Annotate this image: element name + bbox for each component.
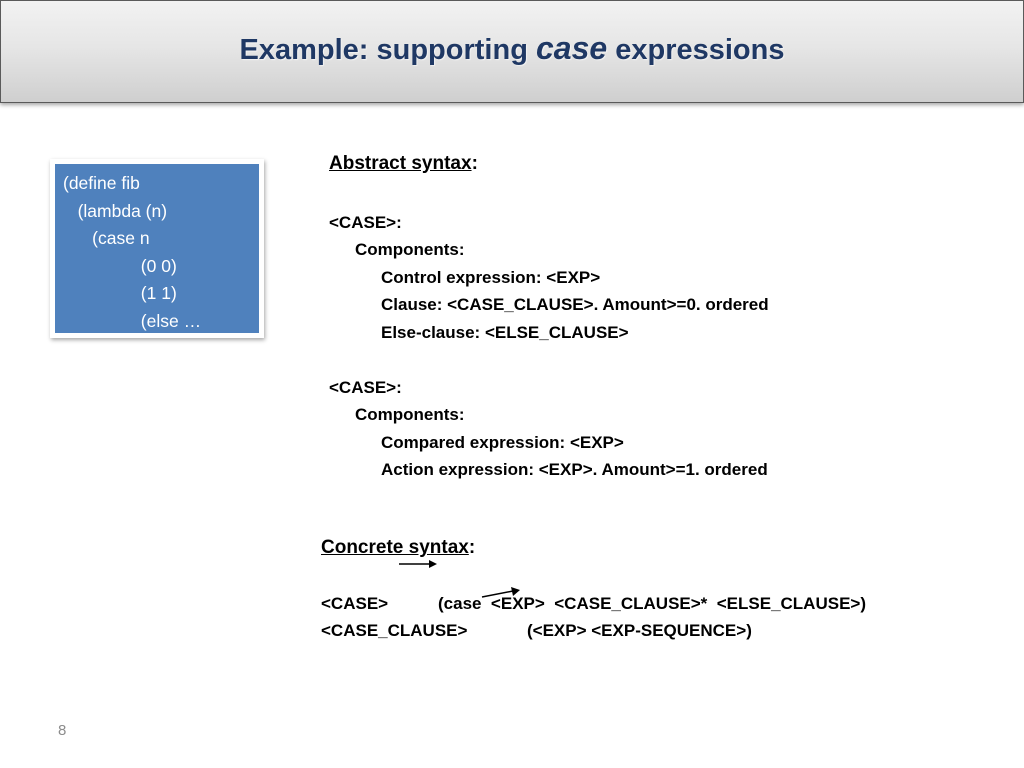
abstract-syntax-heading-text: Abstract syntax — [329, 153, 472, 174]
concrete-rule-2-lhs: <CASE_CLAUSE> — [321, 621, 468, 640]
case-block-1-components-label: Components: — [355, 240, 465, 259]
case-block-2-item: Action expression: <EXP>. Amount>=1. ord… — [381, 460, 768, 479]
concrete-rule-1-rhs: (case <EXP> <CASE_CLAUSE>* <ELSE_CLAUSE>… — [438, 594, 867, 613]
code-line: (case n — [63, 228, 150, 248]
case-block-1-item: Control expression: <EXP> — [381, 268, 601, 287]
title-suffix: expressions — [607, 34, 785, 66]
case-block-2-name: <CASE>: — [329, 378, 402, 397]
concrete-rule-2-rhs: (<EXP> <EXP-SEQUENCE>) — [527, 621, 752, 640]
concrete-syntax-heading: Concrete syntax: — [321, 534, 475, 561]
case-block-2-components-label: Components: — [355, 405, 465, 424]
concrete-syntax-colon: : — [468, 537, 476, 558]
code-line: (1 1) — [63, 283, 177, 303]
code-line: (0 0) — [63, 255, 177, 276]
code-line: (define fib — [63, 173, 140, 193]
code-example-panel: (define fib (lambda (n) (case n (0 0) (1… — [55, 164, 259, 333]
code-line: (else … — [63, 310, 202, 331]
abstract-syntax-heading: Abstract syntax: — [329, 150, 478, 177]
concrete-syntax-heading-text: Concrete syntax — [321, 537, 469, 558]
concrete-rule-1-lhs: <CASE> — [321, 594, 389, 613]
abstract-syntax-colon: : — [471, 153, 478, 174]
title-prefix: Example: supporting — [239, 34, 536, 66]
case-block-1-item: Clause: <CASE_CLAUSE>. Amount>=0. ordere… — [381, 295, 769, 314]
title-emphasis: case — [535, 30, 608, 66]
slide-title-bar: Example: supporting case expressions — [0, 0, 1024, 103]
slide-title: Example: supporting case expressions — [240, 30, 785, 67]
case-block-1-name: <CASE>: — [329, 213, 402, 232]
case-block-1-item: Else-clause: <ELSE_CLAUSE> — [381, 323, 629, 342]
case-block-2-item: Compared expression: <EXP> — [381, 433, 624, 452]
derives-arrow-icon — [481, 587, 520, 598]
code-line: (lambda (n) — [63, 200, 168, 221]
derives-arrow-icon — [399, 560, 437, 568]
page-number: 8 — [58, 722, 67, 739]
code-example-box: (define fib (lambda (n) (case n (0 0) (1… — [50, 159, 264, 338]
